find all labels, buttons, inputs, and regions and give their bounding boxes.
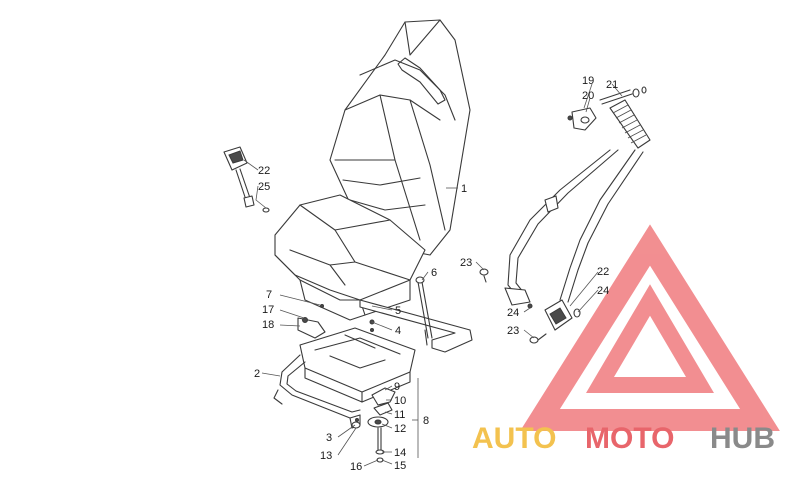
bracket-18 — [297, 317, 326, 339]
callout-10: 10 — [394, 395, 406, 407]
latch-assembly — [367, 387, 396, 463]
belt-buckle-left — [223, 146, 270, 213]
callout-12: 12 — [394, 423, 406, 435]
callout-15: 15 — [394, 460, 406, 472]
callout-2: 2 — [254, 368, 260, 380]
slide-rail — [359, 299, 473, 353]
callout-23-bottom: 23 — [507, 325, 519, 337]
callout-14: 14 — [394, 447, 406, 459]
callout-13: 13 — [320, 450, 332, 462]
callout-17: 17 — [262, 304, 274, 316]
callout-11: 11 — [394, 409, 405, 421]
callout-8: 8 — [423, 415, 429, 427]
callout-22-left: 22 — [258, 165, 270, 177]
leader-lines — [243, 83, 623, 467]
watermark-hub: HUB — [710, 422, 775, 455]
callout-5: 5 — [395, 305, 401, 317]
fasteners — [320, 304, 375, 422]
callout-23-top: 23 — [460, 257, 472, 269]
seat-frame — [273, 327, 416, 429]
bolt-6 — [415, 276, 433, 339]
watermark-auto: AUTO — [472, 422, 556, 455]
callout-22-right: 22 — [597, 266, 609, 278]
callout-6: 6 — [431, 267, 437, 279]
callout-25: 25 — [258, 181, 270, 193]
callout-9: 9 — [394, 381, 400, 393]
callout-16: 16 — [350, 461, 362, 473]
callout-24-right: 24 — [597, 285, 609, 297]
belt-retractor-right — [479, 86, 651, 344]
callout-3: 3 — [326, 432, 332, 444]
callout-19: 19 — [582, 75, 594, 87]
callout-21: 21 — [606, 79, 618, 91]
callout-20: 20 — [582, 90, 594, 102]
seat-assembly — [274, 19, 471, 321]
watermark-moto: MOTO — [585, 422, 674, 455]
watermark-text: AUTO MOTO HUB — [472, 422, 775, 455]
callout-7: 7 — [266, 289, 272, 301]
callout-24-left: 24 — [507, 307, 519, 319]
callout-1: 1 — [461, 183, 467, 195]
callout-18: 18 — [262, 319, 274, 331]
callout-4: 4 — [395, 325, 401, 337]
callout-labels: 1 22 25 7 17 18 5 4 6 2 3 13 16 15 14 12… — [254, 75, 618, 473]
watermark-logo — [520, 224, 780, 431]
